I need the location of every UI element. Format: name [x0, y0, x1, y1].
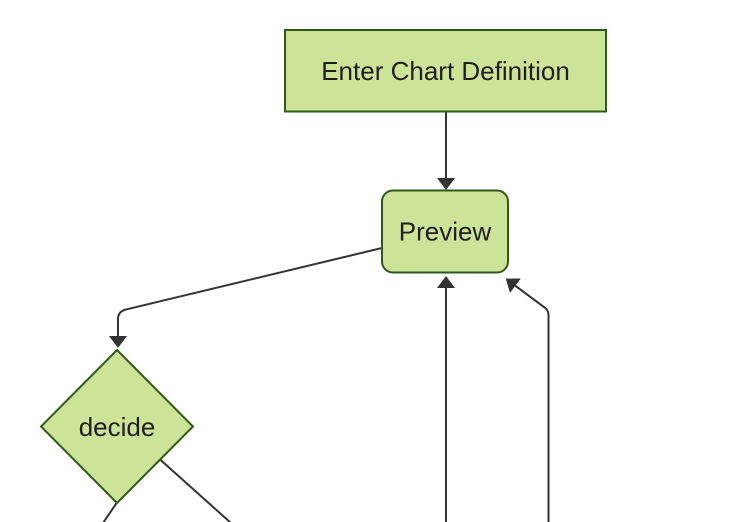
node-preview: Preview: [381, 189, 509, 274]
node-decide-shape: [39, 348, 195, 505]
node-preview-shape: [381, 189, 509, 274]
node-decide-label: decide: [79, 412, 156, 442]
node-enter-chart-definition-label: Enter Chart Definition: [321, 56, 570, 86]
nodes: Enter Chart Definition Preview decide: [39, 29, 607, 505]
edge-preview-to-decide: [109, 247, 383, 348]
edge-offscreen-bottom-right-to-preview: [505, 278, 550, 522]
edge-decide-to-offscreen-bottom-left: [102, 501, 118, 522]
node-decide: decide: [39, 348, 195, 505]
node-preview-label: Preview: [399, 217, 492, 247]
node-enter-chart-definition-shape: [284, 29, 607, 113]
edge-decide-to-offscreen-bottom-right: [158, 458, 232, 522]
node-enter-chart-definition: Enter Chart Definition: [284, 29, 607, 113]
edges: [102, 111, 550, 522]
